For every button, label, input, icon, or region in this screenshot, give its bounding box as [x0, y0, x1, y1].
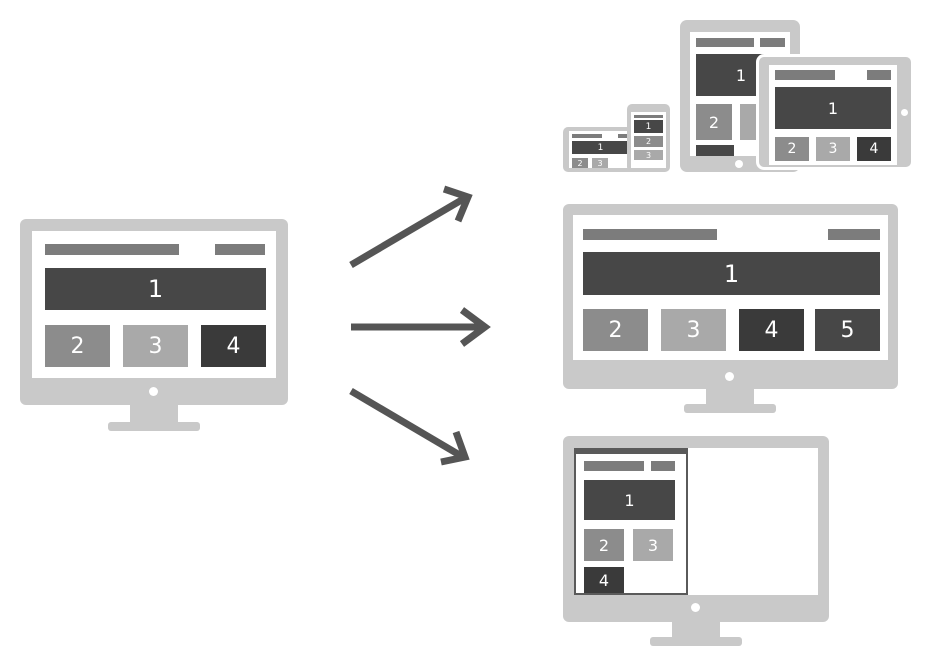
- phone-portrait: 1 2 3: [627, 104, 670, 172]
- wide-desktop-stand: [706, 389, 754, 407]
- source-desktop-stand: [130, 405, 178, 425]
- block-2: 2: [696, 104, 732, 140]
- block-1: 1: [572, 141, 629, 154]
- header-bar: [634, 115, 663, 118]
- header-bar-right: [867, 70, 891, 80]
- power-dot: [691, 603, 700, 612]
- power-dot: [725, 372, 734, 381]
- header-bar-right: [828, 229, 880, 240]
- block-4: [696, 145, 734, 156]
- home-dot: [735, 160, 743, 168]
- block-3: 3: [661, 309, 726, 351]
- header-bar: [696, 38, 754, 47]
- arrow-down-right: [349, 387, 470, 466]
- block-2: 2: [572, 158, 588, 168]
- block-3: 3: [592, 158, 608, 168]
- header-bar-right: [215, 244, 265, 255]
- block-2: 2: [45, 325, 110, 367]
- block-1: 1: [583, 252, 880, 295]
- narrow-window-monitor: 1 2 3 4: [563, 436, 829, 622]
- block-2: 2: [634, 136, 663, 147]
- arrow-right: [351, 307, 491, 347]
- header-bar: [583, 229, 717, 240]
- block-3: 3: [816, 137, 850, 161]
- power-dot: [149, 387, 158, 396]
- block-2: 2: [584, 529, 624, 561]
- header-bar-right: [760, 38, 785, 47]
- block-3: [740, 104, 760, 140]
- header-bar: [572, 134, 602, 138]
- source-desktop-monitor: 1 2 3 4: [20, 219, 288, 405]
- header-bar: [45, 244, 179, 255]
- wide-desktop-base: [684, 404, 776, 413]
- block-1: 1: [584, 480, 675, 520]
- block-4: 4: [857, 137, 891, 161]
- narrow-window-base: [650, 637, 742, 646]
- block-1: 1: [634, 120, 663, 133]
- block-4: 4: [739, 309, 804, 351]
- wide-desktop-monitor: 1 2 3 4 5: [563, 204, 898, 389]
- header-bar-right: [618, 134, 629, 138]
- arrow-up-right: [349, 185, 473, 269]
- block-3: 3: [634, 150, 663, 160]
- narrow-window-stand: [672, 622, 720, 640]
- block-4: 4: [201, 325, 266, 367]
- header-bar: [584, 461, 644, 471]
- block-4: 4: [584, 567, 624, 593]
- home-dot: [901, 109, 908, 116]
- block-2: 2: [775, 137, 809, 161]
- block-1: 1: [775, 87, 891, 129]
- header-bar-right: [651, 461, 675, 471]
- source-desktop-base: [108, 422, 200, 431]
- block-1: 1: [45, 268, 266, 310]
- tablet-landscape: 1 2 3 4: [756, 54, 914, 170]
- block-3: 3: [123, 325, 188, 367]
- block-3: 3: [633, 529, 673, 561]
- block-5: 5: [815, 309, 880, 351]
- header-bar: [775, 70, 835, 80]
- block-2: 2: [583, 309, 648, 351]
